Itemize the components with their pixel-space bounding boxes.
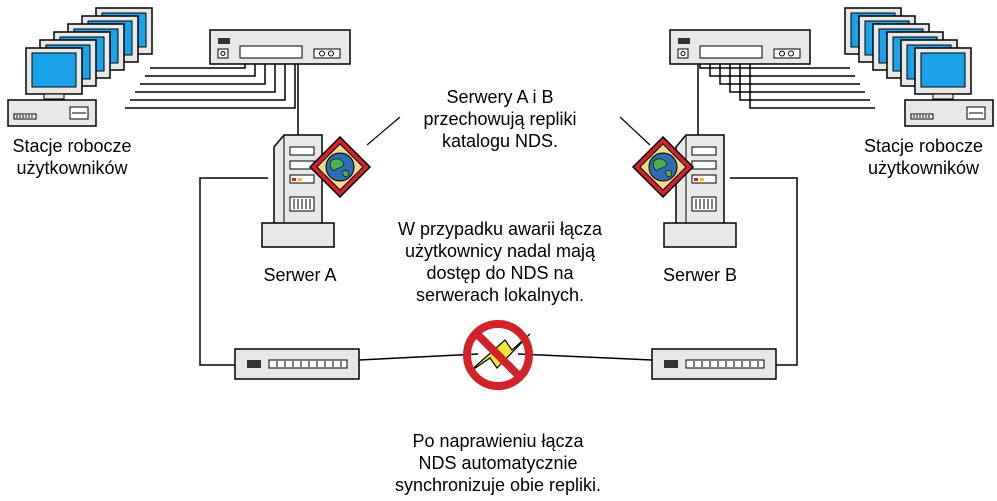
- hub-left: [209, 29, 351, 65]
- server-a-label: Serwer A: [263, 265, 337, 285]
- router-left: [234, 348, 360, 380]
- router-right: [651, 348, 777, 380]
- sync-note: Po naprawieniu łącza NDS automatycznie s…: [394, 431, 602, 495]
- failure-note: W przypadku awarii łącza użytkownicy nad…: [397, 219, 603, 305]
- replica-note: Serwery A i B przechowują repliki katalo…: [423, 87, 577, 151]
- server-b-label: Serwer B: [662, 265, 738, 285]
- workstations-left-label: Stacje robocze użytkowników: [12, 136, 132, 178]
- hub-right: [669, 29, 811, 65]
- prohibited-sign-icon: [463, 320, 533, 390]
- workstations-right-label: Stacje robocze użytkowników: [863, 136, 984, 178]
- server-a: [261, 134, 335, 248]
